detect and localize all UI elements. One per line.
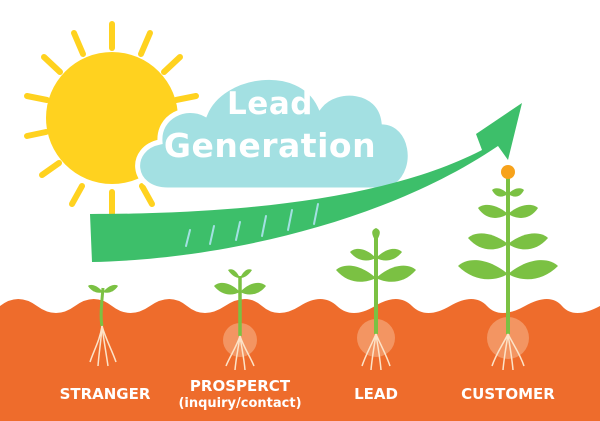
roots-lead <box>361 333 391 371</box>
flower-bud <box>501 165 515 179</box>
title-line-2: Generation <box>163 126 377 165</box>
plant-customer <box>458 165 558 371</box>
stage-label-prospect: PROSPERCT <box>189 377 291 395</box>
stage-note-prospect: (inquiry/contact) <box>178 396 302 411</box>
roots-stranger <box>89 325 117 367</box>
title-line-1: Lead <box>227 86 313 122</box>
plant-prospect <box>214 269 266 371</box>
roots-customer <box>491 333 525 371</box>
growth-arrow <box>90 103 522 262</box>
plant-stranger <box>88 284 118 367</box>
stage-label-lead: LEAD <box>354 385 398 403</box>
rain-streaks <box>185 203 319 247</box>
roots-prospect <box>225 335 255 371</box>
stage-label-customer: CUSTOMER <box>461 385 555 403</box>
plant-lead <box>336 228 416 371</box>
stage-label-stranger: STRANGER <box>59 385 151 403</box>
soil-ground <box>0 299 600 421</box>
